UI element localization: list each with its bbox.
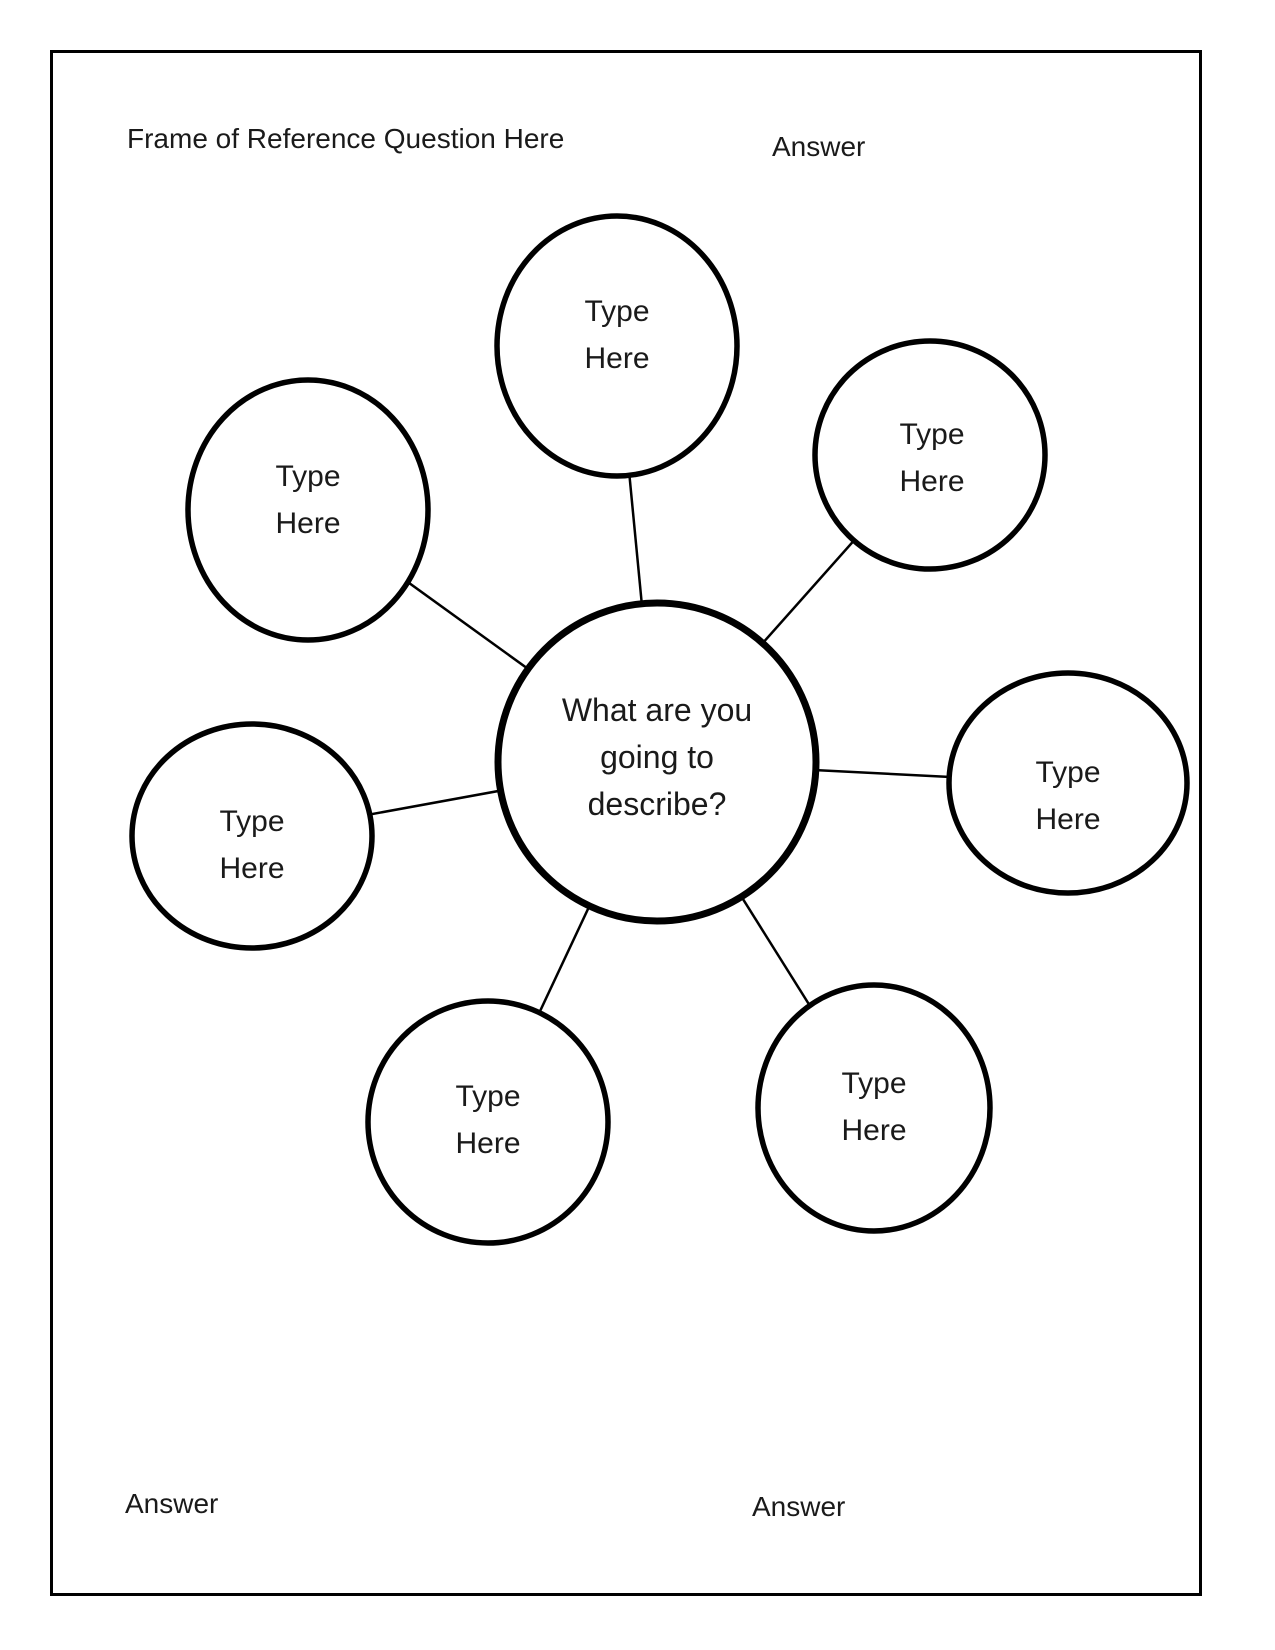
- central-bubble: What are you going to describe?: [494, 599, 820, 925]
- bubble-right-text-line-1[interactable]: Type: [1035, 756, 1100, 789]
- bubble-right-circle: [946, 670, 1190, 896]
- bubble-right-text-line-2[interactable]: Here: [1035, 803, 1100, 836]
- bubble-left-text-line-1[interactable]: Type: [219, 805, 284, 838]
- bubble-top-right-circle: [812, 338, 1048, 572]
- bubble-top-circle: [494, 213, 740, 479]
- answer-label-bottom-right[interactable]: Answer: [752, 1491, 845, 1522]
- bubble-top-text-line-1[interactable]: Type: [584, 295, 649, 328]
- central-circle: [494, 599, 820, 925]
- central-text-line-1[interactable]: What are you: [562, 692, 752, 728]
- bubble-right: Type Here: [946, 670, 1190, 896]
- bubble-top-left-circle: [185, 377, 431, 643]
- bubble-top-text-line-2[interactable]: Here: [584, 342, 649, 375]
- frame-question-label[interactable]: Frame of Reference Question Here: [127, 123, 564, 154]
- bubble-top-left-text-line-2[interactable]: Here: [275, 507, 340, 540]
- bubble-top-left: Type Here: [185, 377, 431, 643]
- bubble-bottom-right-text-line-1[interactable]: Type: [841, 1067, 906, 1100]
- central-text-line-2[interactable]: going to: [600, 739, 714, 775]
- bubble-bottom-left: Type Here: [365, 998, 611, 1246]
- central-text-line-3[interactable]: describe?: [588, 786, 727, 822]
- bubble-left-text-line-2[interactable]: Here: [219, 852, 284, 885]
- page-border: [50, 50, 1202, 1596]
- bubble-left: Type Here: [129, 721, 375, 951]
- answer-label-top[interactable]: Answer: [772, 131, 865, 162]
- bubble-bottom-right-text-line-2[interactable]: Here: [841, 1114, 906, 1147]
- bubble-top-right-text-line-2[interactable]: Here: [899, 465, 964, 498]
- bubble-left-circle: [129, 721, 375, 951]
- bubble-bottom-right-circle: [755, 982, 993, 1234]
- bubble-bottom-left-text-line-2[interactable]: Here: [455, 1127, 520, 1160]
- bubble-top-left-text-line-1[interactable]: Type: [275, 460, 340, 493]
- bubble-top-right-text-line-1[interactable]: Type: [899, 418, 964, 451]
- bubble-top-right: Type Here: [812, 338, 1048, 572]
- bubble-bottom-left-text-line-1[interactable]: Type: [455, 1080, 520, 1113]
- bubble-bottom-right: Type Here: [755, 982, 993, 1234]
- bubble-bottom-left-circle: [365, 998, 611, 1246]
- answer-label-bottom-left[interactable]: Answer: [125, 1488, 218, 1519]
- bubble-top: Type Here: [494, 213, 740, 479]
